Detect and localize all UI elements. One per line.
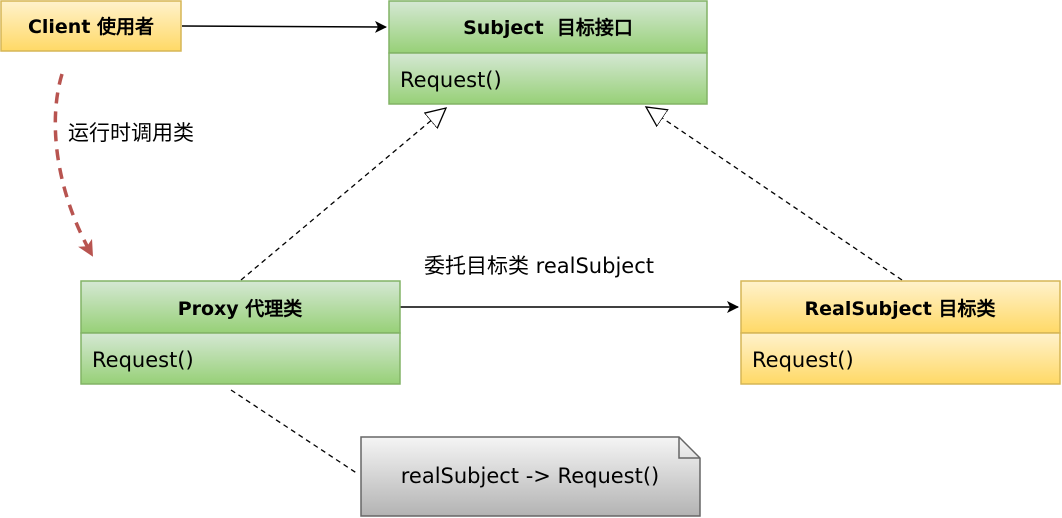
- runtime-call-edge: [53, 73, 94, 257]
- subject-method: Request(): [400, 68, 502, 92]
- proxy-method: Request(): [92, 348, 194, 372]
- client-to-subject-edge: [181, 20, 387, 33]
- note-link-edge: [230, 389, 359, 475]
- runtime-call-label: 运行时调用类: [68, 121, 194, 145]
- delegate-label: 委托目标类 realSubject: [424, 254, 654, 278]
- realsubject-title: RealSubject 目标类: [804, 297, 995, 320]
- proxy-realization-edge: [240, 108, 446, 281]
- realsubject-realization-edge: [646, 107, 903, 281]
- client-node[interactable]: Client 使用者: [0, 0, 182, 52]
- subject-class[interactable]: Subject 目标接口 Request(): [388, 0, 708, 105]
- client-label: Client 使用者: [28, 16, 154, 38]
- realsubject-method: Request(): [752, 348, 854, 372]
- note-text: realSubject -> Request(): [401, 464, 660, 488]
- proxy-class[interactable]: Proxy 代理类 Request(): [80, 280, 401, 385]
- proxy-title: Proxy 代理类: [178, 297, 303, 320]
- subject-title: Subject 目标接口: [463, 17, 633, 39]
- realsubject-class[interactable]: RealSubject 目标类 Request(): [740, 280, 1061, 385]
- note-shape[interactable]: realSubject -> Request(): [360, 436, 701, 517]
